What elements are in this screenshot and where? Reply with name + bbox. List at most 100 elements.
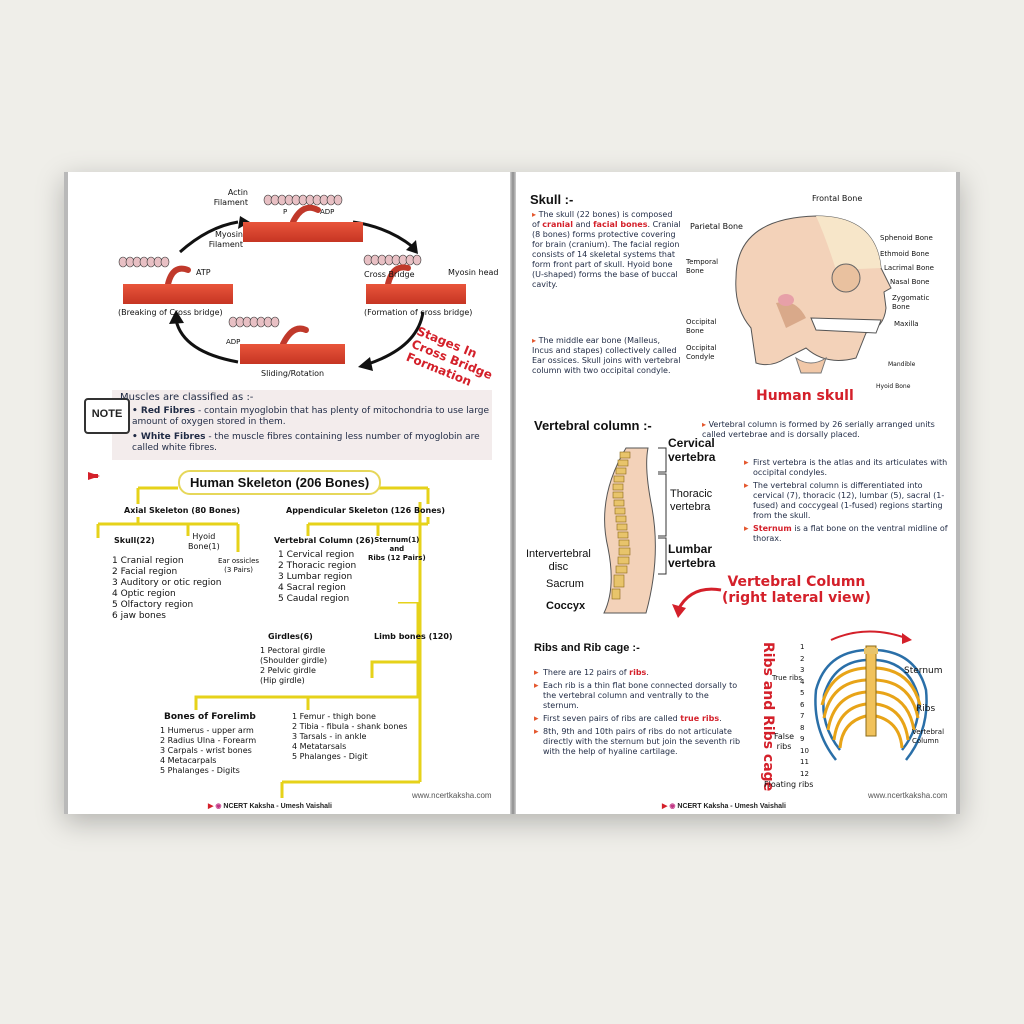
rib-number: 1: [800, 643, 805, 651]
forelimb-item: 5 Phalanges - Digits: [160, 766, 240, 775]
forelimb-item: 2 Radius Ulna - Forearm: [160, 736, 257, 745]
limb-bones-label: Limb bones (120): [374, 632, 453, 641]
rib-number: 7: [800, 712, 805, 720]
note-intro: Muscles are classified as :-: [120, 392, 254, 403]
girdle-item: 2 Pelvic girdle: [260, 666, 316, 675]
axial-label: Axial Skeleton (80 Bones): [124, 506, 240, 515]
phosphate-label: P: [283, 208, 288, 216]
hindlimb-item: 3 Tarsals - in ankle: [292, 732, 367, 741]
footer-right: ▶ ◉ NCERT Kaksha - Umesh Vaishali: [662, 803, 786, 810]
site-url-left[interactable]: www.ncertkaksha.com: [412, 791, 492, 800]
vertebral-region-item: 3 Lumbar region: [278, 572, 353, 582]
vertebral-region-item: 1 Cervical region: [278, 550, 355, 560]
nasal-bone-label: Nasal Bone: [890, 278, 930, 286]
sphenoid-bone-label: Sphenoid Bone: [880, 234, 933, 242]
vertebral-label: Vertebral Column (26): [274, 536, 375, 545]
skull-paragraph-1: ▸ The skull (22 bones) is composed of cr…: [532, 210, 681, 289]
forelimb-label: Bones of Forelimb: [164, 712, 256, 722]
note-section: [112, 390, 492, 460]
vertebral-intro: ▸ Vertebral column is formed by 26 seria…: [702, 420, 935, 439]
floating-ribs-label: Floating ribs: [764, 780, 814, 789]
vertebral-bullet-2: The vertebral column is differentiated i…: [744, 481, 952, 521]
skull-illustration: [735, 215, 892, 374]
ear-ossicles-label: Ear ossicles(3 Pairs): [218, 557, 260, 574]
rib-number: 2: [800, 654, 805, 663]
atp-label: ATP: [196, 268, 211, 277]
footer-left: ▶ ◉ NCERT Kaksha - Umesh Vaishali: [208, 803, 332, 810]
youtube-icon: ▶: [662, 803, 668, 810]
appendicular-label: Appendicular Skeleton (126 Bones): [286, 506, 446, 515]
rib-number: 10: [800, 746, 809, 755]
hindlimb-item: 5 Phalanges - Digit: [292, 752, 368, 761]
ribs-label: Ribs: [916, 704, 936, 714]
skull-region-item: 1 Cranial region: [112, 556, 184, 566]
vertebral-brackets: [658, 447, 667, 575]
skull-region-item: 3 Auditory or otic region: [112, 578, 222, 588]
girdles-label: Girdles(6): [268, 632, 313, 641]
skull-region-item: 2 Facial region: [112, 567, 178, 577]
adp-label: ADP: [320, 208, 335, 216]
mandible-label: Mandible: [888, 361, 916, 368]
vertebral-column-illustration: [603, 447, 656, 614]
cross-bridge-label: Cross Bridge: [364, 270, 415, 279]
vertebral-heading: Vertebral column :-: [534, 418, 652, 433]
sliding-caption: Sliding/Rotation: [261, 369, 325, 378]
girdles-list: 1 Pectoral girdle(Shoulder girdle)2 Pelv…: [260, 646, 327, 686]
ribs-bullet-2: Each rib is a thin flat bone connected d…: [534, 681, 742, 711]
formation-caption: (Formation of cross bridge): [364, 308, 473, 317]
forelimb-item: 3 Carpals - wrist bones: [160, 746, 252, 755]
vertebral-bullet-3: Sternum is a flat bone on the ventral mi…: [744, 524, 952, 544]
myosin-bar-bottom: [240, 344, 345, 364]
white-fibres: • White Fibres - the muscle fibres conta…: [132, 432, 480, 453]
hyoid-bone-label: Hyoid Bone: [876, 383, 911, 390]
hindlimb-item: 1 Femur - thigh bone: [292, 712, 376, 721]
adp-label-2: ADP: [226, 338, 241, 346]
book-gutter: [510, 172, 516, 814]
forelimb-item: 4 Metacarpals: [160, 756, 217, 765]
rib-number: 11: [800, 758, 809, 766]
site-url-right[interactable]: www.ncertkaksha.com: [868, 791, 948, 800]
ribs-bullets: There are 12 pairs of ribs. Each rib is …: [534, 668, 742, 760]
lacrimal-bone-label: Lacrimal Bone: [884, 264, 934, 272]
ribs-side-title: Ribs and Ribs cage: [760, 642, 776, 792]
breaking-caption: (Breaking of Cross bridge): [118, 308, 223, 317]
instagram-icon: ◉: [669, 803, 676, 810]
rib-number: 6: [800, 700, 805, 709]
cycle-arrows: [118, 194, 425, 371]
rib-number: 4: [800, 677, 805, 686]
vertebral-bullets: First vertebra is the atlas and its arti…: [744, 458, 952, 547]
rib-number: 12: [800, 769, 809, 778]
myosin-bar-right: [366, 284, 466, 304]
girdle-item: 1 Pectoral girdle: [260, 646, 326, 655]
girdle-item: (Hip girdle): [260, 676, 305, 685]
skull-region-item: 4 Optic region: [112, 589, 176, 599]
skeleton-tree-lines: [88, 472, 430, 798]
rib-number: 9: [800, 735, 805, 743]
vertebral-bullet-1: First vertebra is the atlas and its arti…: [744, 458, 952, 478]
vertebral-region-item: 2 Thoracic region: [278, 561, 357, 571]
right-page: Skull :- ▸ The skull (22 bones) is compo…: [516, 172, 960, 814]
myosin-bar-left: [123, 284, 233, 304]
coccyx-label: Coccyx: [546, 600, 586, 612]
rib-number: 5: [800, 689, 805, 697]
note-icon: NOTE: [84, 398, 130, 434]
true-ribs-label: True ribs: [772, 674, 803, 682]
skeleton-title: Human Skeleton (206 Bones): [178, 470, 382, 495]
girdle-item: (Shoulder girdle): [260, 656, 328, 665]
caption-arrow: [672, 587, 722, 618]
hindlimb-item: 2 Tibia - fibula - shank bones: [292, 722, 408, 731]
